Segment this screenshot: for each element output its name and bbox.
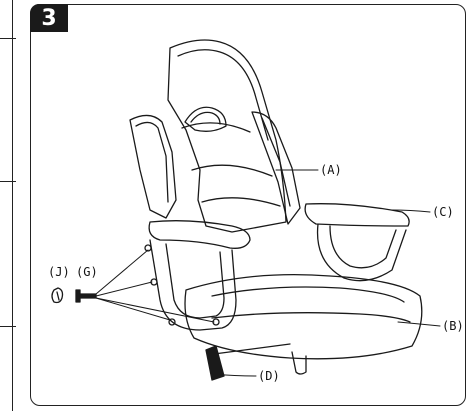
page-margin-rule bbox=[12, 0, 13, 411]
seat-mid-seam bbox=[211, 312, 411, 323]
chair-backrest bbox=[167, 39, 287, 233]
bolt-g-shaft-icon bbox=[79, 293, 97, 299]
hardware-parts bbox=[51, 287, 97, 304]
right-armrest-frame-inner bbox=[329, 225, 397, 269]
right-armrest-frame bbox=[316, 223, 407, 282]
lever-handle bbox=[205, 345, 225, 381]
backrest-wings bbox=[129, 111, 301, 225]
washer-j-icon bbox=[51, 287, 64, 304]
washer-j-detail bbox=[56, 291, 60, 301]
bolt-hole bbox=[144, 244, 152, 252]
label-d: (D) bbox=[258, 369, 280, 383]
lever-rod bbox=[213, 343, 291, 355]
backrest-panel-line bbox=[181, 122, 251, 133]
chair-seat bbox=[184, 273, 423, 375]
label-c: (C) bbox=[432, 205, 454, 219]
label-j: (J) bbox=[48, 265, 70, 279]
right-armrest bbox=[304, 203, 410, 282]
backrest-panel-line bbox=[201, 197, 281, 207]
backrest-outline bbox=[167, 39, 287, 233]
label-g: (G) bbox=[76, 265, 98, 279]
left-wing-seam bbox=[135, 121, 169, 203]
armrest-frame-inner bbox=[165, 243, 225, 319]
backrest-panel-line bbox=[191, 164, 273, 177]
right-wing bbox=[251, 111, 301, 225]
label-b: (B) bbox=[442, 319, 464, 333]
left-wing bbox=[129, 114, 177, 219]
armrest-pad bbox=[148, 220, 251, 249]
label-a: (A) bbox=[320, 163, 342, 177]
backrest-inner-seam bbox=[177, 49, 269, 141]
right-armrest-pad bbox=[304, 203, 410, 227]
leader-c bbox=[391, 209, 431, 213]
left-armrest bbox=[144, 220, 251, 331]
seat-leg bbox=[291, 351, 307, 375]
page-margin-tick bbox=[0, 326, 16, 327]
bolt-hole bbox=[168, 318, 176, 326]
headrest-opening bbox=[184, 106, 227, 132]
leader-d bbox=[211, 373, 257, 377]
bolt-pointer-lines bbox=[95, 249, 215, 323]
seat-outline bbox=[184, 273, 423, 360]
page-margin-tick bbox=[0, 38, 16, 39]
step-number-badge: 3 bbox=[30, 4, 68, 32]
leader-b bbox=[397, 321, 441, 327]
label-leader-lines bbox=[211, 169, 441, 377]
seat-front-seam bbox=[211, 286, 405, 303]
headrest-opening-inner bbox=[190, 111, 221, 125]
diagram-frame bbox=[30, 4, 466, 406]
height-adjust-lever bbox=[205, 343, 291, 381]
page-margin-tick bbox=[0, 181, 16, 182]
right-wing-seam bbox=[261, 117, 291, 207]
